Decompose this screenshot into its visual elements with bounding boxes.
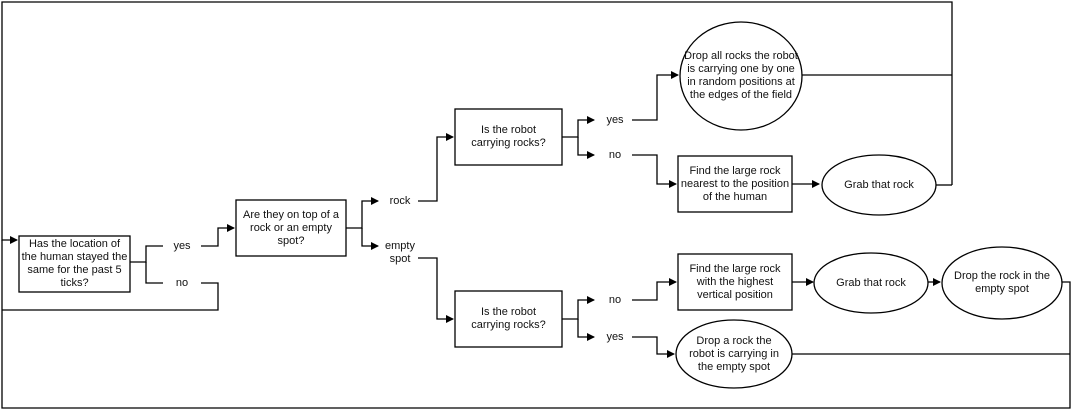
- q-on-top-box: [235, 199, 347, 257]
- drop-one-text: Drop a rock the robot is carrying in the…: [689, 334, 779, 373]
- connector-q-carry-rock-no: [577, 137, 595, 159]
- connector-q-carry-empty-yes: [577, 319, 595, 341]
- connector-q-carry-empty-branch: [562, 296, 595, 320]
- connector-no-back: [2, 282, 219, 311]
- loop-connector-bottom: [1, 240, 1071, 409]
- label-rock: rock: [389, 195, 411, 207]
- drop-one-ellipse: [675, 319, 793, 389]
- connector-no-to-find-nearest: [632, 154, 677, 188]
- drop-all-text: Drop all rocks the robot is carrying one…: [684, 50, 798, 101]
- q-location-text: Has the location of the human stayed the…: [21, 238, 128, 289]
- drop-empty-ellipse: [941, 246, 1063, 320]
- grab-2-text: Grab that rock: [836, 276, 906, 289]
- q-carry-rock-text: Is the robot carrying rocks?: [471, 124, 546, 149]
- label-no-2: no: [608, 149, 622, 161]
- q-location-box: [18, 235, 131, 293]
- drop-empty-text: Drop the rock in the empty spot: [954, 270, 1050, 295]
- label-spot: spot: [389, 253, 411, 265]
- connector-yes-to-drop-one: [632, 336, 675, 358]
- connector-rock-to-q-carry: [418, 133, 454, 202]
- drop-all-ellipse: [679, 21, 803, 131]
- connector-yes-to-drop-all: [632, 71, 679, 121]
- label-empty: empty: [385, 240, 415, 252]
- grab-1-ellipse: [821, 154, 937, 216]
- connector-q-carry-rock-branch: [562, 116, 595, 138]
- find-highest-text: Find the large rock with the highest ver…: [689, 262, 781, 301]
- find-nearest-box: [677, 155, 793, 213]
- connector-empty-to-q-carry: [418, 257, 454, 323]
- label-yes-3: yes: [606, 331, 624, 343]
- find-highest-box: [677, 253, 793, 311]
- label-no-1: no: [175, 277, 189, 289]
- label-yes-1: yes: [173, 240, 191, 252]
- connector-q-on-top-empty: [361, 228, 379, 250]
- find-nearest-text: Find the large rock nearest to the posit…: [680, 164, 790, 203]
- grab-2-ellipse: [813, 252, 929, 314]
- connector-yes-to-q-on-top: [201, 224, 235, 247]
- q-carry-rock-box: [454, 108, 563, 166]
- q-carry-empty-text: Is the robot carrying rocks?: [471, 306, 546, 331]
- label-yes-2: yes: [606, 114, 624, 126]
- label-no-3: no: [608, 294, 622, 306]
- grab-1-text: Grab that rock: [844, 178, 914, 191]
- connector-q-on-top-branch: [346, 197, 379, 229]
- connector-q-location-no: [145, 262, 163, 284]
- connector-q-location-branch: [130, 245, 163, 263]
- loop-connector: [1, 1, 953, 244]
- connector-no-to-find-highest: [632, 278, 677, 301]
- q-carry-empty-box: [454, 290, 563, 348]
- q-on-top-text: Are they on top of a rock or an empty sp…: [242, 208, 339, 247]
